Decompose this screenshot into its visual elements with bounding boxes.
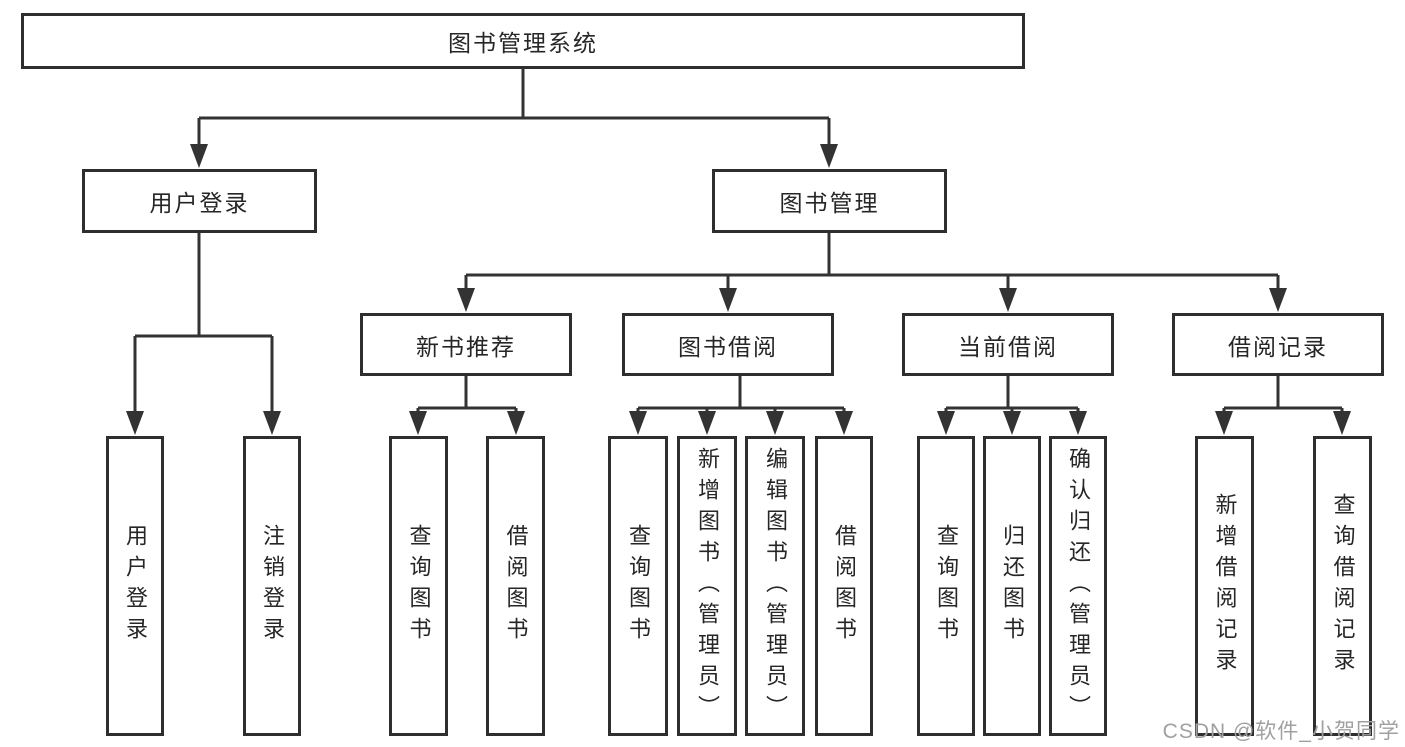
leaf-logout: 注销登录: [243, 436, 301, 736]
leaf-label: 编辑图书（管理员）: [763, 446, 788, 726]
leaf-borrow-books: 借阅图书: [815, 436, 873, 736]
arrowhead: [766, 411, 784, 435]
leaf-query-books-current: 查询图书: [917, 436, 975, 736]
leaf-borrow-books-recommend: 借阅图书: [486, 436, 545, 736]
arrowhead: [629, 411, 647, 435]
leaf-label: 借阅图书: [503, 524, 529, 648]
arrowhead: [1003, 411, 1021, 435]
arrowhead: [507, 411, 525, 435]
connector-current-branch: [937, 376, 1087, 435]
connector-borrowing-branch: [629, 376, 853, 435]
leaf-add-borrow-record: 新增借阅记录: [1195, 436, 1254, 736]
leaf-query-books-recommend: 查询图书: [389, 436, 448, 736]
connector-records-branch: [1215, 376, 1351, 435]
node-new-book-recommend: 新书推荐: [360, 313, 572, 376]
arrowhead: [999, 288, 1017, 312]
arrowhead: [1333, 411, 1351, 435]
leaf-query-books-borrowing: 查询图书: [608, 436, 668, 736]
arrowhead: [263, 411, 281, 435]
arrowhead: [1269, 288, 1287, 312]
arrowhead: [409, 411, 427, 435]
leaf-label: 新增借阅记录: [1212, 493, 1238, 679]
node-user-login: 用户登录: [82, 169, 317, 233]
leaf-label: 借阅图书: [832, 524, 857, 648]
csdn-watermark: CSDN @软件_小贺同学: [1162, 720, 1400, 743]
leaf-label: 用户登录: [123, 524, 148, 648]
leaf-label: 注销登录: [260, 524, 285, 648]
node-borrowing-records: 借阅记录: [1172, 313, 1384, 376]
arrowhead: [937, 411, 955, 435]
arrowhead: [126, 411, 144, 435]
connector-new-book-branch: [409, 376, 525, 435]
connector-root-to-level2: [190, 69, 838, 168]
arrowhead: [190, 144, 208, 168]
arrowhead: [1215, 411, 1233, 435]
leaf-label: 确认归还（管理员）: [1066, 446, 1091, 726]
arrowhead: [820, 144, 838, 168]
leaf-query-borrow-record: 查询借阅记录: [1313, 436, 1372, 736]
arrowhead: [457, 288, 475, 312]
leaf-label: 归还图书: [1000, 524, 1025, 648]
leaf-label: 查询图书: [406, 524, 432, 648]
connector-user-login-branch: [126, 233, 281, 435]
leaf-confirm-return-admin: 确认归还（管理员）: [1049, 436, 1107, 736]
arrowhead: [835, 411, 853, 435]
leaf-label: 查询借阅记录: [1330, 493, 1356, 679]
leaf-label: 查询图书: [934, 524, 959, 648]
leaf-label: 新增图书（管理员）: [695, 446, 720, 726]
node-current-borrowing: 当前借阅: [902, 313, 1114, 376]
leaf-user-login: 用户登录: [106, 436, 164, 736]
node-root-system: 图书管理系统: [21, 13, 1025, 69]
arrowhead: [719, 288, 737, 312]
node-book-management: 图书管理: [712, 169, 947, 233]
arrowhead: [698, 411, 716, 435]
leaf-edit-book-admin: 编辑图书（管理员）: [745, 436, 805, 736]
connector-book-mgmt-branch: [457, 233, 1287, 312]
leaf-add-book-admin: 新增图书（管理员）: [677, 436, 737, 736]
node-book-borrowing: 图书借阅: [622, 313, 834, 376]
arrowhead: [1069, 411, 1087, 435]
leaf-label: 查询图书: [626, 524, 651, 648]
leaf-return-books: 归还图书: [983, 436, 1041, 736]
